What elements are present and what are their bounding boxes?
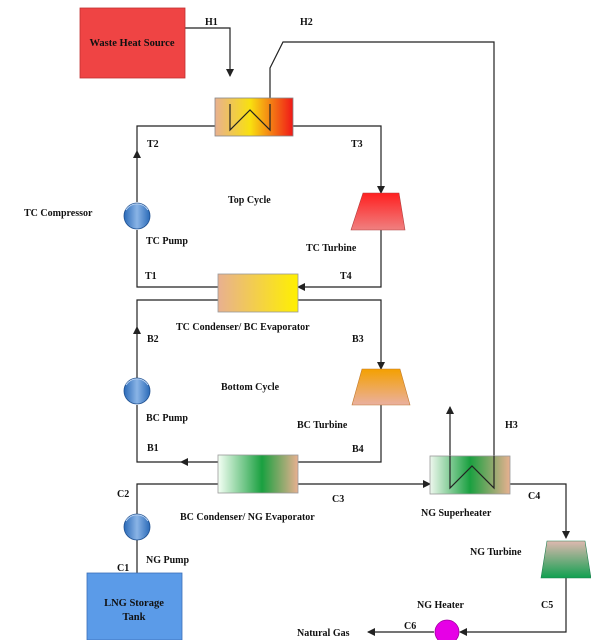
- top-heat-exchanger: [214, 97, 294, 137]
- ng-superheater-label: NG Superheater: [421, 508, 492, 519]
- stream-label-t3: T3: [351, 139, 363, 150]
- bc-pump-label: BC Pump: [146, 413, 188, 424]
- stream-c4-line: [510, 483, 570, 539]
- ng-superheater-coil: [449, 456, 495, 490]
- ng-heater-label: NG Heater: [417, 600, 464, 611]
- tc-compressor-label: TC Compressor: [24, 208, 93, 219]
- waste-heat-source-box: [79, 7, 186, 79]
- tc-turbine-icon: [350, 192, 406, 231]
- stream-h1-line: [185, 27, 234, 77]
- stream-label-h2: H2: [300, 17, 313, 28]
- stream-b4-line: [298, 405, 382, 463]
- tc-turbine-label: TC Turbine: [306, 243, 357, 254]
- stream-t1-line: [136, 230, 218, 288]
- bc-turbine-icon: [351, 368, 411, 406]
- tc-pump-label: TC Pump: [146, 236, 188, 247]
- stream-label-c5: C5: [541, 600, 553, 611]
- stream-b2-line: [136, 299, 218, 327]
- bc-condenser-ng-evaporator: [217, 454, 299, 494]
- stream-h2-line: [269, 41, 495, 456]
- tc-pump-icon: [123, 202, 151, 230]
- ng-superheater: [429, 455, 511, 495]
- stream-b3-line: [298, 299, 385, 370]
- stream-label-t1: T1: [145, 271, 157, 282]
- stream-t4-line: [297, 230, 382, 291]
- stream-t2-line: [136, 125, 215, 151]
- lng-storage-tank-box: [86, 572, 183, 640]
- stream-label-c2: C2: [117, 489, 129, 500]
- ng-pump-icon: [123, 513, 151, 541]
- bottom-cycle-label: Bottom Cycle: [221, 382, 280, 393]
- stream-label-c6: C6: [404, 621, 416, 632]
- bc-condenser-ng-evaporator-label: BC Condenser/ NG Evaporator: [180, 512, 315, 523]
- top-heat-exchanger-coil: [229, 104, 271, 132]
- lng-storage-tank-label-line2: Tank: [123, 612, 146, 623]
- ng-pump-label: NG Pump: [146, 555, 190, 566]
- stream-label-t2: T2: [147, 139, 159, 150]
- tc-condenser-bc-evaporator-label: TC Condenser/ BC Evaporator: [176, 322, 310, 333]
- stream-label-t4: T4: [340, 271, 352, 282]
- stream-c2-line: [136, 483, 218, 515]
- stream-label-b3: B3: [352, 334, 364, 345]
- stream-label-h1: H1: [205, 17, 218, 28]
- bc-pump-highlight: [125, 378, 149, 386]
- stream-t3-line: [293, 125, 385, 194]
- stream-label-b4: B4: [352, 444, 364, 455]
- ng-pump-highlight: [125, 514, 149, 522]
- bc-turbine-label: BC Turbine: [297, 420, 348, 431]
- natural-gas-label: Natural Gas: [297, 628, 350, 639]
- ng-turbine-label: NG Turbine: [470, 547, 522, 558]
- stream-label-c4: C4: [528, 491, 540, 502]
- stream-label-c3: C3: [332, 494, 344, 505]
- tc-condenser-bc-evaporator: [217, 273, 299, 313]
- waste-heat-source-label: Waste Heat Source: [90, 38, 175, 49]
- lng-storage-tank-label-line1: LNG Storage: [104, 598, 164, 609]
- top-cycle-label: Top Cycle: [228, 195, 271, 206]
- stream-label-b1: B1: [147, 443, 159, 454]
- stream-label-b2: B2: [147, 334, 159, 345]
- stream-b1-line: [136, 405, 181, 463]
- stream-label-h3: H3: [505, 420, 518, 431]
- tc-pump-highlight: [125, 203, 149, 211]
- stream-label-c1: C1: [117, 563, 129, 574]
- bc-pump-icon: [123, 377, 151, 405]
- ng-turbine-icon: [540, 540, 591, 579]
- stream-c5-line: [459, 578, 567, 636]
- ng-heater-icon: [434, 619, 460, 640]
